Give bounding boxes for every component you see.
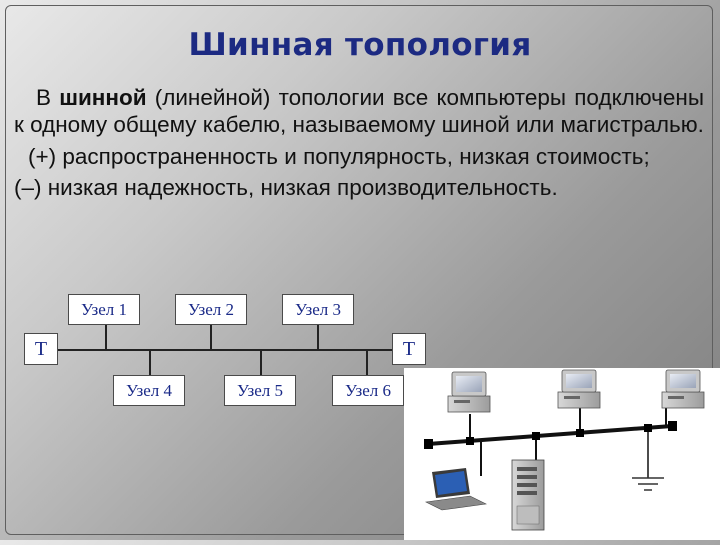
desktop-computer-icon <box>558 370 600 408</box>
stub-node-2 <box>210 325 212 350</box>
stub-node-1 <box>105 325 107 350</box>
desktop-computer-icon <box>662 370 704 408</box>
pros-line: (+) распространенность и популярность, н… <box>14 143 704 170</box>
node-2: Узел 2 <box>175 294 247 325</box>
stub-node-4 <box>149 350 151 375</box>
slide-title: Шинная топология <box>0 27 720 63</box>
terminator-left: Т <box>24 333 58 365</box>
slide-body: В шинной (линейной) топологии все компью… <box>14 84 704 201</box>
bus-connector <box>576 429 584 437</box>
stub-node-3 <box>317 325 319 350</box>
node-3: Узел 3 <box>282 294 354 325</box>
node-6: Узел 6 <box>332 375 404 406</box>
definition-paragraph: В шинной (линейной) топологии все компью… <box>14 84 704 138</box>
desktop-computer-icon <box>448 372 490 412</box>
bus-line <box>58 349 392 351</box>
node-1: Узел 1 <box>68 294 140 325</box>
network-illustration-svg <box>404 368 720 540</box>
laptop-icon <box>426 468 486 510</box>
bus-connector <box>644 424 652 432</box>
network-illustration <box>404 368 720 540</box>
node-5: Узел 5 <box>224 375 296 406</box>
stub-node-5 <box>260 350 262 375</box>
terminator-connector-left <box>424 439 433 449</box>
server-tower-icon <box>512 460 544 530</box>
intro-prefix: В <box>36 85 59 110</box>
bus-connector <box>466 437 474 445</box>
cons-line: (–) низкая надежность, низкая производит… <box>14 174 704 201</box>
ground-icon <box>632 478 664 490</box>
terminator-right: Т <box>392 333 426 365</box>
intro-bold-term: шинной <box>59 85 146 110</box>
terminator-connector-right <box>668 421 677 431</box>
bus-cable <box>428 426 672 444</box>
node-4: Узел 4 <box>113 375 185 406</box>
stub-node-6 <box>366 350 368 375</box>
bus-connector <box>532 432 540 440</box>
